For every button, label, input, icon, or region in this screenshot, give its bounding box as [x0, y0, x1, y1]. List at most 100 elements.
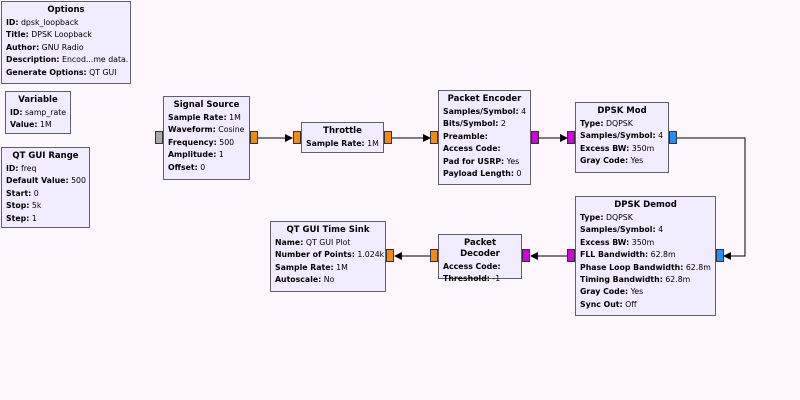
options-block[interactable]: Options ID: dpsk_loopback Title: DPSK Lo… — [1, 1, 131, 84]
packet-encoder-output-port[interactable] — [531, 131, 539, 144]
param-key: Timing Bandwidth: — [580, 275, 663, 285]
dpsk-mod-block[interactable]: DPSK Mod Type: DQPSK Samples/Symbol: 4 E… — [575, 102, 669, 173]
param-row: Value: 1M — [10, 119, 66, 131]
block-title: Packet Encoder — [447, 94, 522, 104]
param-row: Gray Code: Yes — [580, 286, 711, 298]
param-key: Phase Loop Bandwidth: — [580, 262, 684, 272]
param-value: 1M — [367, 139, 379, 148]
param-key: Autoscale: — [275, 275, 322, 285]
packet-encoder-block[interactable]: Packet Encoder Samples/Symbol: 4 Bits/Sy… — [438, 90, 531, 185]
param-value: freq — [20, 164, 37, 173]
param-value: samp_rate — [24, 108, 67, 117]
param-key: Step: — [6, 213, 30, 223]
packet-decoder-block[interactable]: Packet Decoder Access Code: Threshold: -… — [438, 234, 522, 283]
param-key: Description: — [6, 55, 60, 65]
param-row: Autoscale: No — [275, 274, 381, 286]
param-row: ID: samp_rate — [10, 107, 66, 119]
qt-gui-range-block[interactable]: QT GUI Range ID: freq Default Value: 500… — [1, 147, 90, 228]
param-row: Preamble: — [443, 131, 526, 143]
param-key: Bits/Symbol: — [443, 119, 499, 129]
block-title: Throttle — [323, 126, 362, 136]
param-row: Sample Rate: 1M — [168, 112, 245, 124]
param-value: QT GUI — [89, 67, 117, 77]
dpsk-demod-input-port[interactable] — [716, 249, 724, 262]
signal-source-block[interactable]: Signal Source Sample Rate: 1M Waveform: … — [163, 96, 250, 180]
signal-source-input-port[interactable] — [155, 131, 163, 144]
param-key: Type: — [580, 119, 604, 128]
param-key: Name: — [275, 238, 304, 247]
param-value: GNU Radio — [41, 42, 84, 52]
param-value: 1M — [336, 262, 348, 272]
dpsk-demod-block[interactable]: DPSK Demod Type: DQPSK Samples/Symbol: 4… — [575, 196, 716, 316]
param-value: Off — [625, 299, 637, 309]
dpsk-demod-output-port[interactable] — [567, 249, 575, 262]
param-row: Payload Length: 0 — [443, 168, 526, 180]
param-key: Amplitude: — [168, 150, 217, 160]
param-key: Pad for USRP: — [443, 156, 505, 166]
param-key: FLL Bandwidth: — [580, 250, 649, 260]
param-row: Frequency: 500 — [168, 137, 245, 149]
param-key: Access Code: — [443, 262, 501, 271]
variable-block[interactable]: Variable ID: samp_rate Value: 1M — [5, 91, 71, 134]
throttle-block[interactable]: Throttle Sample Rate: 1M — [301, 122, 384, 153]
param-value: QT GUI Plot — [305, 238, 351, 247]
throttle-output-port[interactable] — [384, 131, 392, 144]
param-row: ID: freq — [6, 163, 85, 175]
throttle-input-port[interactable] — [293, 131, 301, 144]
param-row: Gray Code: Yes — [580, 155, 664, 167]
param-value: 2 — [500, 119, 506, 129]
param-value: 4 — [658, 131, 664, 141]
param-row: Sample Rate: 1M — [306, 138, 379, 150]
param-value: 1.024k — [357, 250, 385, 260]
param-row: Access Code: — [443, 261, 517, 273]
param-key: Number of Points: — [275, 250, 355, 260]
param-key: Generate Options: — [6, 67, 87, 77]
param-row: Threshold: -1 — [443, 273, 517, 285]
packet-decoder-input-port[interactable] — [522, 249, 530, 262]
param-value: 350m — [631, 237, 655, 247]
dpsk-mod-input-port[interactable] — [567, 131, 575, 144]
param-value: 1 — [31, 213, 37, 223]
param-value: DQPSK — [605, 119, 633, 128]
qt-gui-time-sink-block[interactable]: QT GUI Time Sink Name: QT GUI Plot Numbe… — [270, 221, 386, 292]
param-value: Yes — [630, 156, 644, 166]
param-key: Default Value: — [6, 176, 69, 186]
param-value: 500 — [71, 176, 86, 186]
param-row: Phase Loop Bandwidth: 62.8m — [580, 262, 711, 274]
param-value: 62.8m — [685, 262, 711, 272]
param-key: Frequency: — [168, 137, 217, 147]
param-row: Type: DQPSK — [580, 118, 664, 130]
packet-encoder-input-port[interactable] — [430, 131, 438, 144]
param-value: Cosine — [218, 125, 245, 135]
param-value: 62.8m — [665, 275, 691, 285]
param-key: Access Code: — [443, 144, 501, 154]
param-value: 1 — [218, 150, 224, 160]
block-title: Packet Decoder — [460, 238, 500, 259]
param-value: Yes — [506, 156, 520, 166]
param-row: ID: dpsk_loopback — [6, 17, 126, 29]
param-key: Sample Rate: — [275, 262, 334, 272]
param-key: Sync Out: — [580, 299, 623, 309]
dpsk-mod-output-port[interactable] — [669, 131, 677, 144]
param-row: Timing Bandwidth: 62.8m — [580, 274, 711, 286]
param-value: -1 — [492, 274, 501, 284]
block-title: Signal Source — [173, 100, 240, 110]
param-key: Samples/Symbol: — [580, 225, 656, 235]
param-key: Payload Length: — [443, 169, 514, 179]
param-row: Generate Options: QT GUI — [6, 67, 126, 79]
param-row: Sync Out: Off — [580, 299, 711, 311]
param-row: Stop: 5k — [6, 200, 85, 212]
param-row: Bits/Symbol: 2 — [443, 118, 526, 130]
param-value: 0 — [200, 162, 206, 172]
param-key: Value: — [10, 120, 38, 130]
signal-source-output-port[interactable] — [250, 131, 258, 144]
param-row: Name: QT GUI Plot — [275, 237, 381, 249]
param-value: Encod...me data. — [62, 55, 129, 65]
param-value: Yes — [630, 287, 644, 297]
param-key: Gray Code: — [580, 287, 629, 297]
param-row: Samples/Symbol: 4 — [443, 106, 526, 118]
time-sink-input-port[interactable] — [386, 249, 394, 262]
param-row: Title: DPSK Loopback — [6, 29, 126, 41]
packet-decoder-output-port[interactable] — [430, 249, 438, 262]
